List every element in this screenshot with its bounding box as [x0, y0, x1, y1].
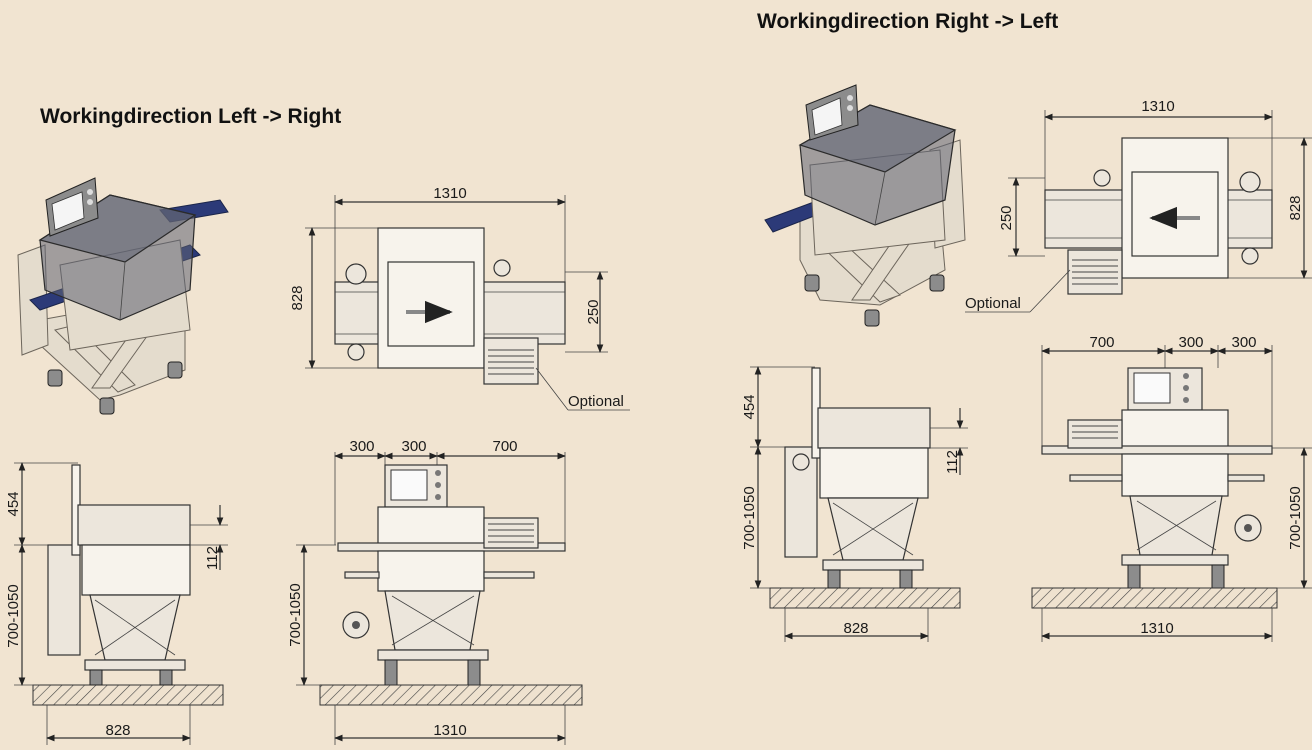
dim-left-belt-width: 250: [585, 299, 602, 324]
dim-right-side-width: 828: [843, 620, 868, 637]
dim-right-front-seg3: 300: [1231, 334, 1256, 351]
dim-left-side-width: 828: [105, 722, 130, 739]
dim-right-front-seg2: 300: [1178, 334, 1203, 351]
dim-right-side-offset: 112: [944, 450, 961, 474]
dim-left-side-height: 700-1050: [5, 584, 22, 647]
dim-left-top-width: 1310: [433, 185, 466, 202]
label-left-optional: Optional: [568, 393, 624, 410]
dim-right-front-seg1: 700: [1089, 334, 1114, 351]
dim-left-front-seg1: 300: [349, 438, 374, 455]
dim-right-top-depth: 828: [1287, 195, 1304, 220]
dim-right-front-height: 700-1050: [1287, 486, 1304, 549]
dim-right-belt-width: 250: [998, 205, 1015, 230]
left-isometric-view: [17, 177, 229, 415]
right-front-view: 700 300 300 700-1050 1310: [1031, 334, 1312, 642]
dim-right-side-height: 700-1050: [741, 486, 758, 549]
title-right-to-left: Workingdirection Right -> Left: [757, 10, 1058, 33]
label-right-optional: Optional: [965, 295, 1021, 312]
dim-left-front-width: 1310: [433, 722, 466, 739]
dim-right-top-width: 1310: [1141, 98, 1174, 115]
right-side-view: 828 454 700-1050 112: [741, 366, 968, 642]
dim-left-front-seg2: 300: [401, 438, 426, 455]
left-front-view: 300 300 700 700-1050 1310: [287, 438, 583, 745]
title-left-to-right: Workingdirection Left -> Right: [40, 105, 341, 128]
dim-left-side-hood: 454: [5, 491, 22, 516]
dim-left-front-height: 700-1050: [287, 583, 304, 646]
left-top-view: 1310 828 250 Optional: [289, 185, 630, 411]
dim-left-side-offset: 112: [204, 546, 221, 570]
dim-left-top-depth: 828: [289, 285, 306, 310]
left-side-view: 828 454 700-1050 112: [5, 462, 228, 745]
right-isometric-view: [764, 84, 966, 327]
dim-right-side-hood: 454: [741, 394, 758, 419]
dim-left-front-seg3: 700: [492, 438, 517, 455]
dim-right-front-width: 1310: [1140, 620, 1173, 637]
right-top-view: 1310 828 250 Optional: [965, 98, 1312, 313]
